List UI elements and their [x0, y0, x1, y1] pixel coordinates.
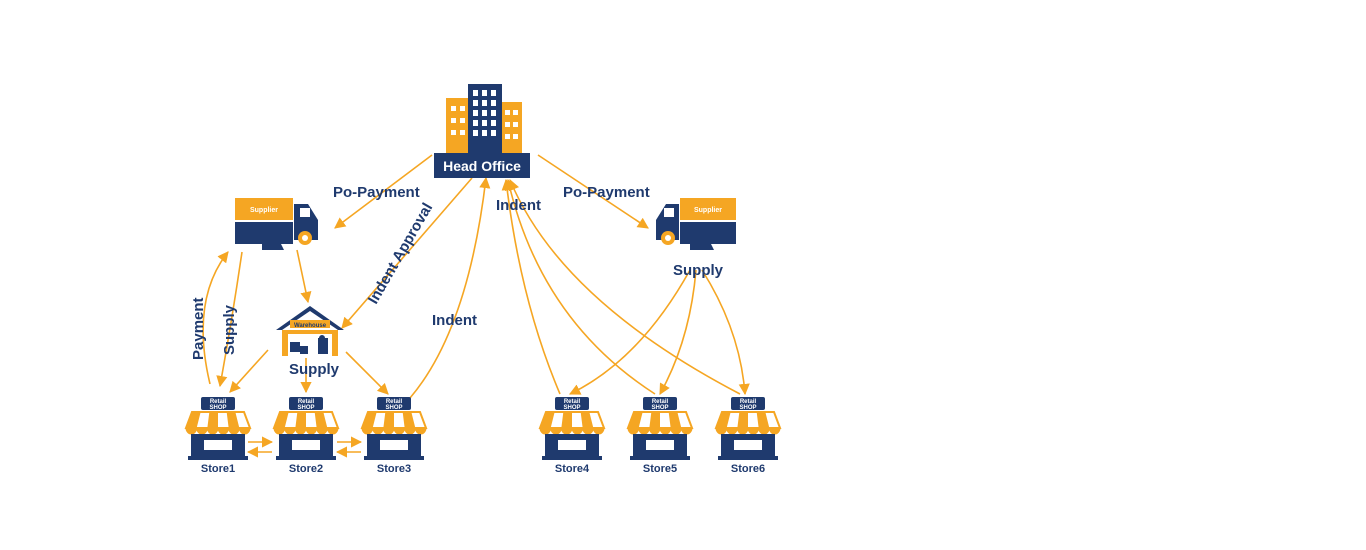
supplier-right-sign: Supplier	[694, 207, 722, 214]
arrow-supply-store5	[659, 269, 697, 395]
label-indent-mid: Indent	[432, 312, 477, 329]
flow-arrows	[202, 154, 750, 458]
retail-sign-top: Retail	[652, 399, 669, 405]
retail-sign-top: Retail	[564, 399, 581, 405]
label-indent-top: Indent	[496, 197, 541, 214]
arrow-indent-approval	[341, 177, 473, 329]
awning-icon	[184, 411, 252, 435]
retail-sign-bottom: SHOP	[209, 405, 226, 411]
awning-icon	[272, 411, 340, 435]
warehouse-icon: Warehouse	[276, 306, 344, 356]
retail-sign-bottom: SHOP	[297, 405, 314, 411]
retail-sign-icon	[377, 397, 411, 410]
arrow-payment	[202, 251, 229, 385]
retail-sign-top: Retail	[210, 399, 227, 405]
store-label: Store2	[289, 463, 323, 475]
label-payment: Payment	[190, 297, 207, 360]
label-supply-right: Supply	[673, 262, 724, 279]
store-label: Store5	[643, 463, 677, 475]
head-office-label: Head Office	[443, 158, 521, 174]
supplier-truck-left-icon: Supplier	[235, 198, 318, 250]
supplier-left-sign: Supplier	[250, 207, 278, 214]
arrow-store5-indent	[504, 178, 656, 395]
label-supply-warehouse: Supply	[289, 361, 340, 378]
arrow-supply-store4	[568, 269, 691, 395]
arrow-store3-indent	[409, 176, 491, 399]
label-indent-approval: Indent Approval	[365, 200, 437, 307]
retail-sign-top: Retail	[386, 399, 403, 405]
store-label: Store1	[201, 463, 235, 475]
arrow-store6-indent	[508, 178, 741, 395]
arrow-store4-indent	[501, 178, 561, 395]
label-po-payment-left: Po-Payment	[333, 184, 420, 201]
retail-sign-icon	[555, 397, 589, 410]
retail-sign-bottom: SHOP	[651, 405, 668, 411]
arrow-supply-left	[216, 251, 243, 388]
head-office-building-icon: Head Office	[434, 84, 530, 178]
arrow-ho-to-supplier-right	[537, 154, 649, 229]
retail-sign-icon	[289, 397, 323, 410]
warehouse-sign: Warehouse	[294, 323, 327, 329]
supplier-truck-right-icon: Supplier	[656, 198, 736, 250]
retail-sign-icon	[201, 397, 235, 410]
store-label: Store6	[731, 463, 765, 475]
label-po-payment-right: Po-Payment	[563, 184, 650, 201]
awning-icon	[538, 411, 606, 435]
retail-sign-icon	[731, 397, 765, 410]
store-label: Store4	[555, 463, 590, 475]
retail-sign-bottom: SHOP	[385, 405, 402, 411]
awning-icon	[626, 411, 694, 435]
awning-icon	[360, 411, 428, 435]
arrow-warehouse-store1	[229, 349, 269, 393]
arrow-supply-store6	[701, 269, 750, 396]
retail-sign-bottom: SHOP	[563, 405, 580, 411]
stores-group: RetailSHOPStore1RetailSHOPStore2RetailSH…	[184, 397, 782, 475]
retail-sign-icon	[643, 397, 677, 410]
awning-icon	[714, 411, 782, 435]
retail-sign-top: Retail	[298, 399, 315, 405]
retail-sign-bottom: SHOP	[739, 405, 756, 411]
label-supply-left: Supply	[221, 304, 238, 355]
retail-sign-top: Retail	[740, 399, 757, 405]
arrow-warehouse-store3	[345, 351, 389, 395]
arrow-ho-to-supplier-left	[334, 154, 433, 229]
arrow-supplier-to-warehouse	[296, 249, 312, 304]
store-label: Store3	[377, 463, 411, 475]
